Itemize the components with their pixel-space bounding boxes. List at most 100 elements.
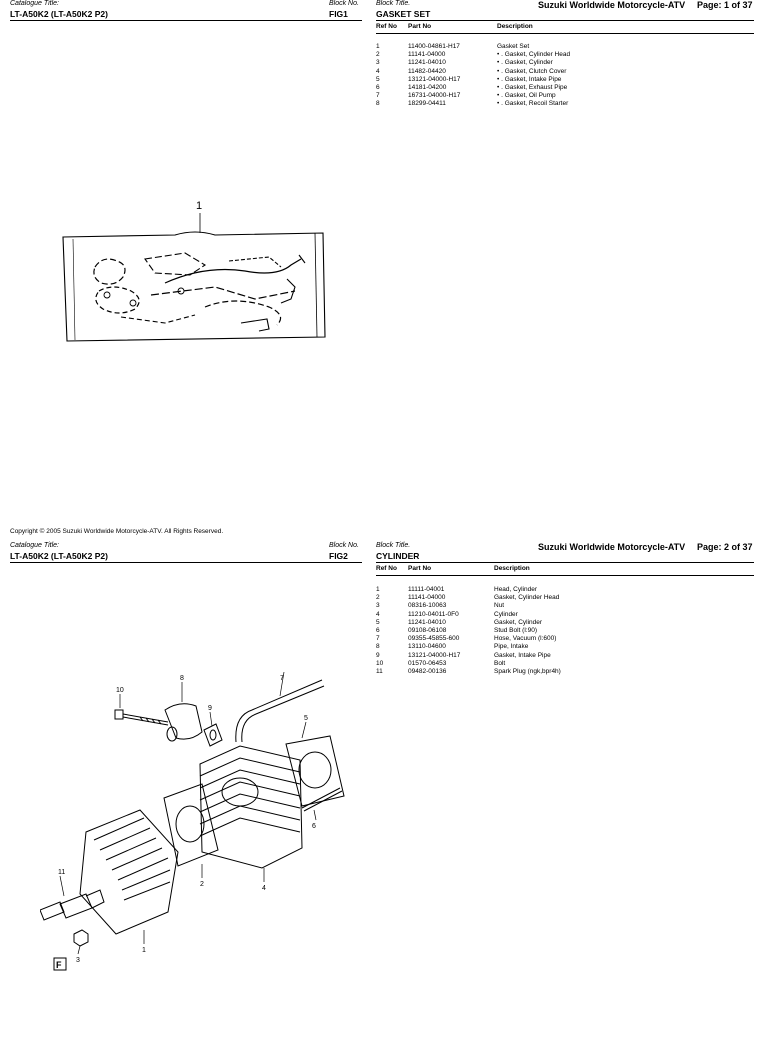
- description-cell: Gasket, Intake Pipe: [494, 651, 551, 659]
- description-cell: Cylinder: [494, 610, 518, 618]
- catalogue-title: LT-A50K2 (LT-A50K2 P2): [10, 9, 108, 19]
- description-cell: • . Gasket, Cylinder: [497, 59, 553, 67]
- ref-no-cell: 5: [376, 75, 380, 83]
- catalogue-title-label: Catalogue Title:: [10, 0, 59, 7]
- callout-8: 8: [180, 675, 184, 682]
- ref-no-cell: 9: [376, 651, 380, 659]
- col-description: Description: [497, 23, 533, 30]
- callout-1: 1: [142, 947, 146, 954]
- description-cell: Bolt: [494, 659, 506, 667]
- callout-11: 11: [58, 869, 65, 876]
- block-no-label: Block No.: [329, 0, 359, 7]
- ref-no-cell: 4: [376, 67, 380, 75]
- brand-name: Suzuki Worldwide Motorcycle-ATV: [538, 542, 686, 552]
- part-no-cell: 18299-04411: [408, 100, 446, 108]
- gasket-set-diagram: 1: [62, 200, 326, 342]
- block-no: FIG1: [329, 9, 348, 19]
- ref-no-cell: 2: [376, 594, 380, 602]
- callout-9: 9: [208, 705, 212, 712]
- part-no-cell: 13110-04600: [408, 643, 446, 651]
- ref-no-cell: 7: [376, 635, 380, 643]
- brand-name: Suzuki Worldwide Motorcycle-ATV: [538, 0, 686, 10]
- block-no-label: Block No.: [329, 542, 359, 549]
- ref-no-cell: 1: [376, 43, 380, 50]
- description-cell: Spark Plug (ngk,bpr4h): [494, 667, 561, 675]
- col-part-no: Part No: [408, 23, 432, 30]
- header-rule-right: [376, 562, 754, 563]
- callout-4: 4: [262, 885, 266, 892]
- catalogue-title: LT-A50K2 (LT-A50K2 P2): [10, 551, 108, 561]
- description-cell: • . Gasket, Cylinder Head: [497, 51, 571, 59]
- ref-no-cell: 2: [376, 51, 380, 59]
- part-no-cell: 14181-04200: [408, 83, 447, 91]
- part-no-cell: 16731-04000-H17: [408, 92, 461, 100]
- front-mark-icon: F: [56, 960, 62, 970]
- description-cell: Gasket, Cylinder Head: [494, 594, 560, 602]
- copyright-notice: Copyright © 2005 Suzuki Worldwide Motorc…: [10, 528, 224, 535]
- part-no-cell: 09482-00136: [408, 667, 447, 675]
- ref-no-cell: 8: [376, 643, 380, 651]
- description-cell: Hose, Vacuum (l:600): [494, 635, 557, 643]
- description-cell: Head, Cylinder: [494, 586, 537, 593]
- callout-1: 1: [196, 200, 202, 212]
- ref-no-cell: 6: [376, 83, 380, 91]
- ref-no-cell: 1: [376, 586, 380, 593]
- callout-7: 7: [280, 675, 284, 682]
- part-no-cell: 11141-04000: [408, 594, 446, 602]
- description-cell: • . Gasket, Recoil Starter: [497, 100, 569, 108]
- part-no-cell: 09108-06108: [408, 626, 447, 634]
- part-no-cell: 09355-45855-600: [408, 635, 460, 643]
- description-cell: Gasket Set: [497, 43, 530, 50]
- description-cell: • . Gasket, Clutch Cover: [497, 67, 567, 75]
- header-rule-left: [10, 562, 362, 563]
- callout-3: 3: [76, 957, 80, 964]
- description-cell: Nut: [494, 602, 505, 610]
- header-rule-right: [376, 20, 754, 21]
- catalogue-page-2: Catalogue Title: LT-A50K2 (LT-A50K2 P2) …: [0, 542, 768, 1054]
- part-no-cell: 11210-04011-0F0: [408, 610, 459, 618]
- description-cell: Stud Bolt (l:90): [494, 626, 537, 634]
- col-description: Description: [494, 565, 530, 572]
- ref-no-cell: 10: [376, 659, 384, 667]
- callout-5: 5: [304, 715, 308, 722]
- col-ref-no: Ref No: [376, 23, 397, 30]
- catalogue-page-1: Catalogue Title: LT-A50K2 (LT-A50K2 P2) …: [0, 0, 768, 512]
- part-no-cell: 11141-04000: [408, 51, 446, 59]
- part-no-cell: 11482-04420: [408, 67, 446, 75]
- ref-no-cell: 3: [376, 59, 380, 67]
- block-title-label: Block Title.: [376, 0, 411, 7]
- part-no-cell: 01570-06453: [408, 659, 447, 667]
- ref-no-cell: 11: [376, 667, 383, 675]
- part-no-cell: 13121-04000-H17: [408, 651, 461, 659]
- block-no: FIG2: [329, 551, 348, 561]
- header-rule-left: [10, 20, 362, 21]
- ref-no-cell: 7: [376, 92, 380, 100]
- ref-no-cell: 5: [376, 618, 380, 626]
- part-no-cell: 13121-04000-H17: [408, 75, 461, 83]
- description-cell: • . Gasket, Intake Pipe: [497, 75, 562, 83]
- ref-no-cell: 3: [376, 602, 380, 610]
- page-number: Page: 2 of 37: [697, 542, 753, 552]
- description-cell: • . Gasket, Exhaust Pipe: [497, 83, 568, 91]
- part-no-cell: 11111-04001: [408, 586, 445, 593]
- block-title-label: Block Title.: [376, 542, 411, 549]
- callout-6: 6: [312, 823, 316, 830]
- page-number: Page: 1 of 37: [697, 0, 753, 10]
- callout-10: 10: [116, 687, 124, 694]
- block-title: GASKET SET: [376, 9, 431, 19]
- description-cell: Pipe, Intake: [494, 643, 529, 651]
- block-title: CYLINDER: [376, 551, 420, 561]
- col-part-no: Part No: [408, 565, 432, 572]
- ref-no-cell: 8: [376, 100, 380, 108]
- part-no-cell: 11400-04861-H17: [408, 43, 460, 50]
- column-rule: [376, 33, 754, 34]
- col-ref-no: Ref No: [376, 565, 397, 572]
- catalogue-title-label: Catalogue Title:: [10, 542, 59, 549]
- description-cell: Gasket, Cylinder: [494, 618, 543, 626]
- callout-2: 2: [200, 881, 204, 888]
- description-cell: • . Gasket, Oil Pump: [497, 92, 556, 100]
- cylinder-exploded-diagram: 10 8 9 7 5 6 4 2 1 11 3 F: [40, 672, 345, 971]
- part-no-cell: 08316-10063: [408, 602, 447, 610]
- column-rule: [376, 575, 754, 576]
- part-no-cell: 11241-04010: [408, 618, 446, 626]
